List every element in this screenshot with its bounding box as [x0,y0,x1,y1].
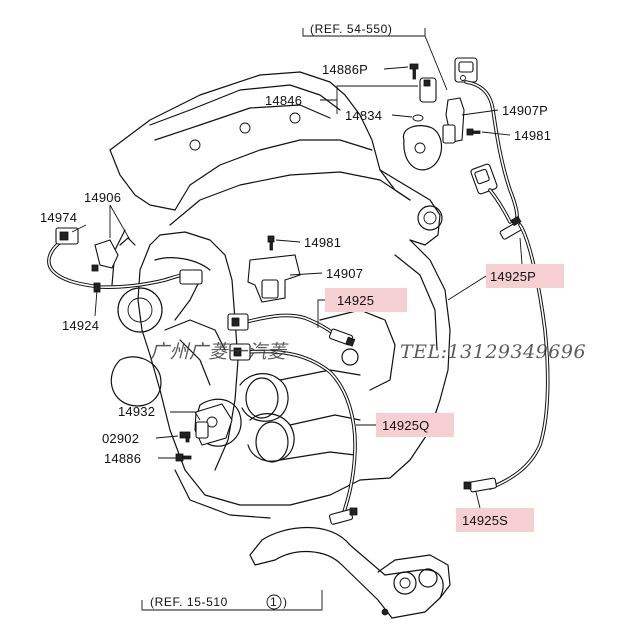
highlight-14925s [456,508,534,532]
highlight-14925 [325,288,407,312]
watermark: 广州广菱一汽菱 TEL:13129349696 [150,341,586,363]
label-14886p: 14886P [322,62,368,77]
o2-sensor-14925s [463,477,497,493]
o2-sensor-14925 [328,328,356,347]
ref-54-550: (REF. 54-550) [310,22,393,36]
label-14981-mid: 14981 [304,235,341,250]
watermark-right: TEL:13129349696 [400,341,586,363]
label-14834: 14834 [345,108,382,123]
lower-left-sensor-parts [175,403,233,462]
o2-sensor-14925q [328,507,358,525]
label-14907p: 14907P [502,103,548,118]
ref-circle [266,594,282,610]
label-14906: 14906 [84,190,121,205]
part-labels: (REF. 54-550) 14886P 14846 14834 14907P … [40,22,551,610]
label-14981-top: 14981 [514,128,551,143]
label-14932: 14932 [118,404,155,419]
label-14886: 14886 [104,451,141,466]
o2-sensor-wires [47,80,550,525]
bracket-14906 [91,237,136,272]
leader-lines [71,28,523,611]
camshaft-sensor-assembly [402,57,481,171]
ref-15-510: (REF. 15-510 [150,595,228,609]
label-14924: 14924 [62,318,99,333]
label-14846: 14846 [265,93,302,108]
highlight-14925q [376,413,454,437]
o2-sensor-14925p [499,215,523,240]
label-14925q: 14925Q [382,418,429,433]
label-02902: 02902 [102,431,139,446]
label-14907: 14907 [326,266,363,281]
ref-15-510-circle: 1 [270,595,277,609]
label-14925p: 14925P [490,269,536,284]
highlight-14925p [486,264,564,288]
mid-bracket-14907 [247,235,301,303]
ref-15-510-suffix: ) [283,595,288,609]
watermark-left: 广州广菱一汽菱 [150,341,289,363]
label-14925: 14925 [337,293,374,308]
engine-block [109,71,451,519]
label-14925s: 14925S [462,513,508,528]
label-14974: 14974 [40,210,77,225]
exhaust-front-pipe [249,527,451,619]
ref-15-510-prefix: (REF. 15-510 [150,595,228,609]
